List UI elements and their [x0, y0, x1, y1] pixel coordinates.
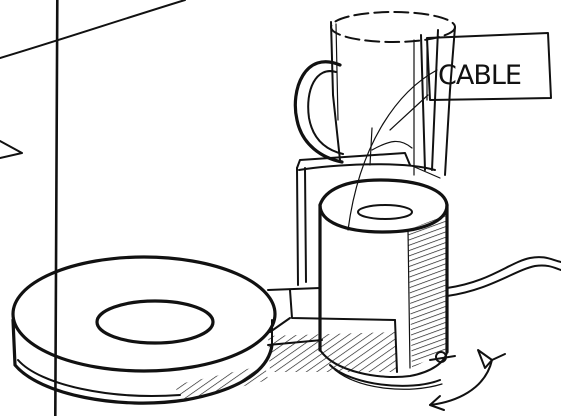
- cable-label-text: CABLE: [438, 60, 521, 91]
- glass: [295, 12, 455, 175]
- cable-label: CABLE: [348, 33, 551, 230]
- connector-arm: [268, 288, 397, 372]
- round-dish: [13, 257, 275, 403]
- power-cable: [447, 257, 561, 296]
- background-lines: [0, 0, 185, 416]
